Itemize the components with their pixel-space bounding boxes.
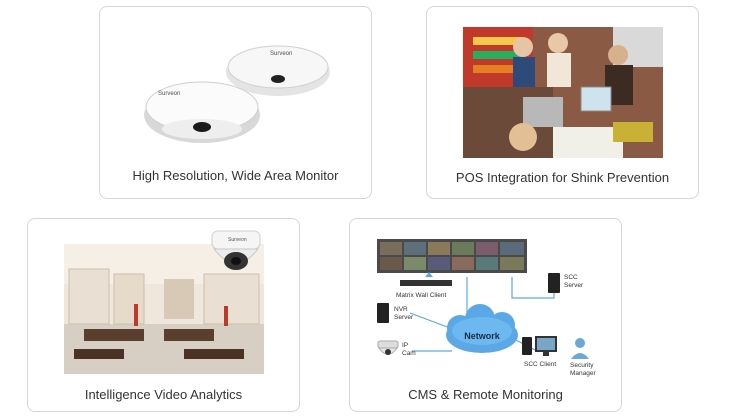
label-nvr-server-2: Server: [394, 314, 414, 321]
label-nvr-server-1: NVR: [394, 306, 408, 313]
brand-logo-front: Surveon: [158, 91, 180, 97]
label-network: Network: [464, 331, 501, 341]
video-wall-icon: [377, 239, 527, 273]
card-caption: POS Integration for Shink Prevention: [455, 170, 670, 185]
card-cms-remote-monitoring: Matrix Wall Client SCC Server NVR Server: [349, 218, 622, 412]
card-caption: CMS & Remote Monitoring: [408, 387, 563, 402]
label-matrix-wall-client: Matrix Wall Client: [396, 292, 447, 299]
scc-client-tower-icon: [522, 337, 532, 355]
retail-store-photo: [64, 244, 264, 374]
label-ip-cam-2: Cam: [402, 350, 416, 357]
scc-server-icon: [548, 273, 560, 293]
card-video-analytics: Surveon Intelligence Video Analytics: [27, 218, 300, 412]
fisheye-cameras-image: Surveon Surveon: [140, 37, 340, 147]
network-diagram: Matrix Wall Client SCC Server NVR Server: [372, 233, 602, 383]
network-cloud-icon: [446, 304, 518, 353]
label-security-manager-2: Manager: [570, 370, 596, 377]
label-ip-cam-1: IP: [402, 342, 408, 349]
card-caption: Intelligence Video Analytics: [84, 387, 243, 402]
label-scc-server-2: Server: [564, 282, 584, 289]
label-scc-server-1: SCC: [564, 274, 578, 281]
dome-camera-image: Surveon: [206, 227, 266, 279]
nvr-server-icon: [377, 303, 389, 323]
brand-logo-back: Surveon: [270, 51, 292, 57]
brand-logo: Surveon: [228, 237, 247, 243]
ip-cam-icon: [377, 340, 399, 355]
matrix-server-icon: [400, 280, 452, 286]
label-scc-client: SCC Client: [524, 361, 556, 368]
card-wide-area-monitor: Surveon Surveon High Resolution, Wide Ar…: [99, 6, 372, 199]
card-pos-integration: POS Integration for Shink Prevention: [426, 6, 699, 199]
security-manager-icon: [571, 338, 589, 359]
card-caption: High Resolution, Wide Area Monitor: [132, 168, 339, 183]
pos-checkout-photo: [463, 27, 663, 158]
label-security-manager-1: Security: [570, 362, 594, 369]
